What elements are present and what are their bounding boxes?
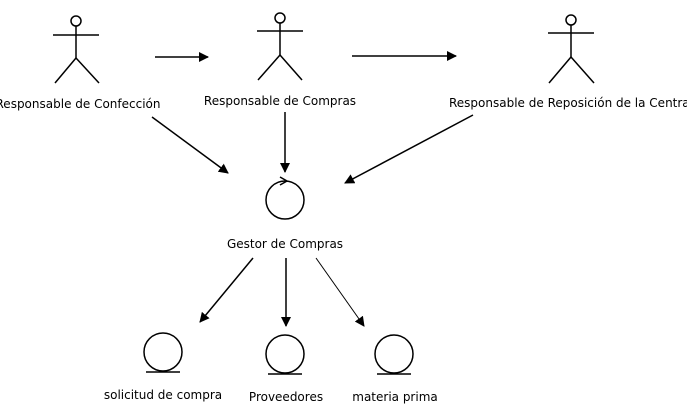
actor-confeccion-figure: [53, 15, 100, 84]
control-label-gestor: Gestor de Compras: [226, 237, 344, 251]
actor-reposicion-figure: [548, 14, 595, 84]
entity-label-proveedores: Proveedores: [248, 390, 324, 404]
entity-proveedores-shape: [265, 334, 305, 375]
actor-label-reposicion: Responsable de Reposición de la Central: [449, 96, 687, 110]
actor-compras-figure: [257, 12, 303, 81]
arrow-confeccion-to-gestor: [151, 116, 229, 174]
entity-label-solicitud: solicitud de compra: [103, 388, 223, 402]
entity-materia-shape: [374, 334, 414, 375]
arrow-gestor-to-solicitud: [199, 257, 254, 323]
entity-label-materia: materia prima: [352, 390, 438, 404]
control-gestor-shape: [265, 176, 305, 220]
arrow-reposicion-to-gestor: [344, 114, 474, 184]
actor-label-confeccion: Responsable de Confección: [0, 97, 161, 111]
entity-solicitud-shape: [143, 332, 183, 373]
arrow-gestor-to-materia: [315, 257, 365, 327]
actor-label-compras: Responsable de Compras: [203, 94, 357, 108]
